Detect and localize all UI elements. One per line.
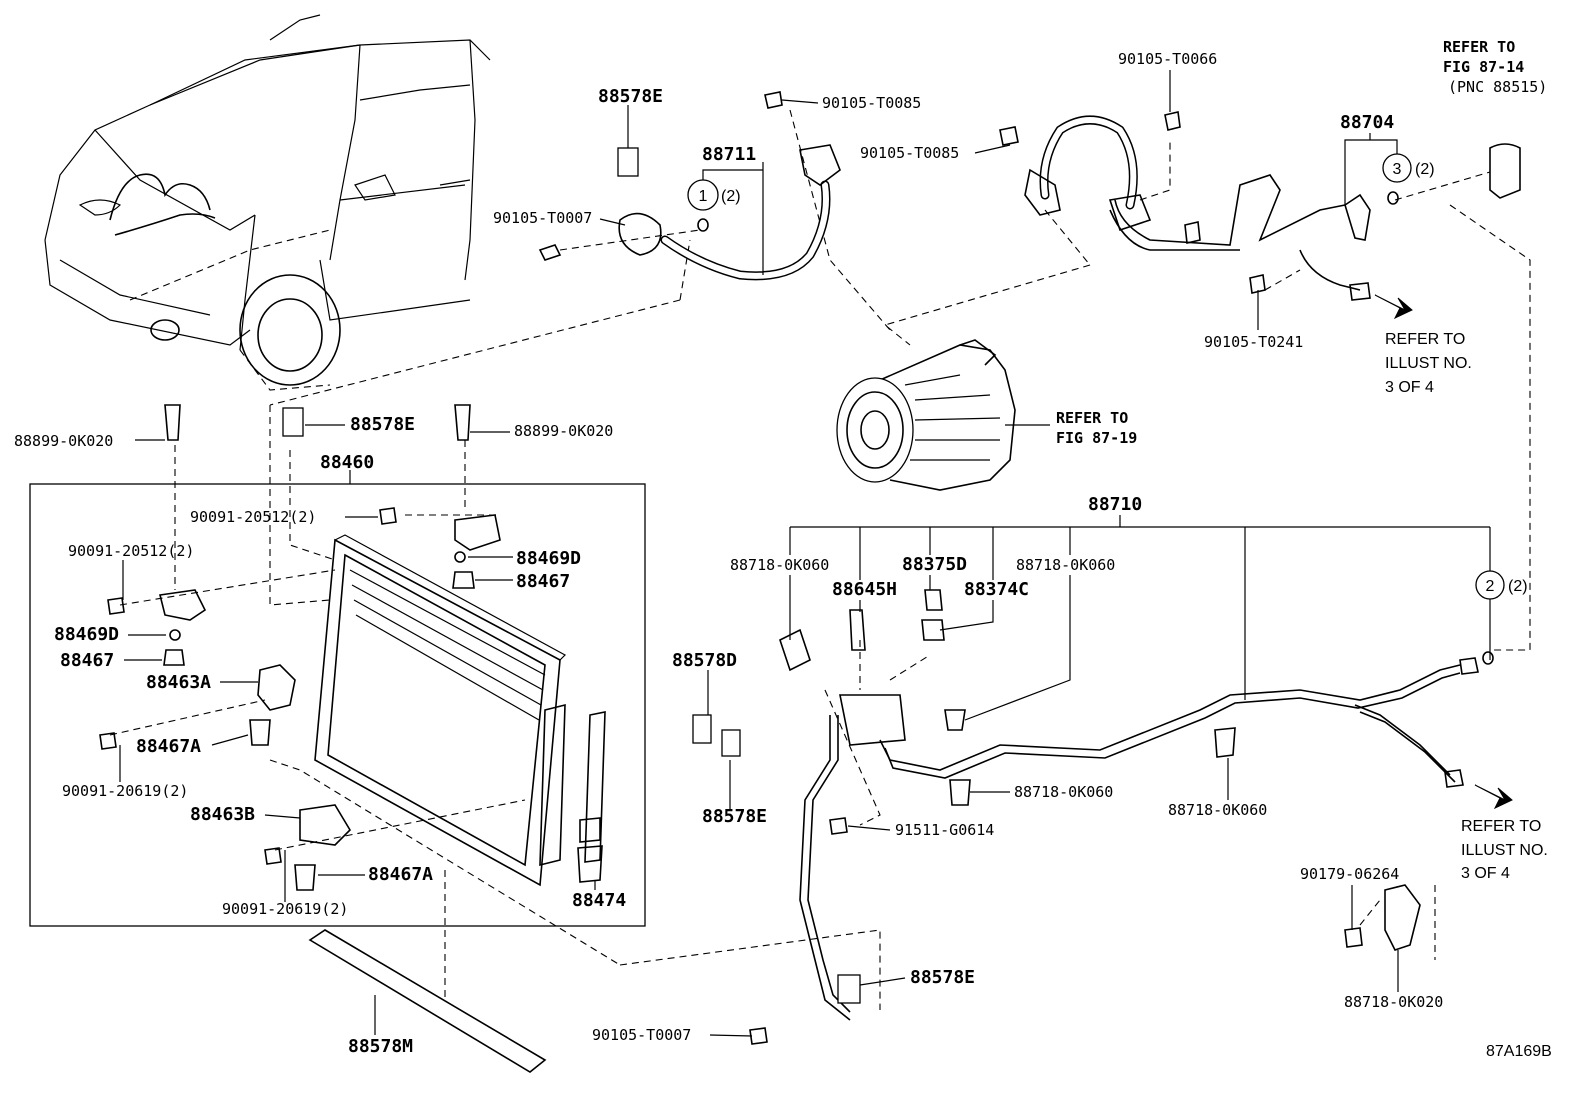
ref-fig-87-14-line1: REFER TO [1443,38,1515,56]
circle-callout-2: 2 (2) [1475,570,1528,665]
part-label-90091-20619-left: 90091-20619(2) [62,782,188,800]
part-label-88375D: 88375D [902,554,967,575]
condenser-assembly-box [29,483,646,927]
part-label-88474: 88474 [572,890,626,911]
part-label-90105-T0085-b: 90105-T0085 [860,144,959,162]
part-label-90105-T0007-bottom: 90105-T0007 [592,1026,691,1044]
part-label-90105-T0066: 90105-T0066 [1118,50,1217,68]
ref-illust-top-line3: 3 OF 4 [1385,379,1434,396]
arrow-icon-top [1374,294,1413,320]
ref-fig-87-14-line2: FIG 87-14 [1443,58,1524,76]
condenser-illustration [99,404,606,891]
part-label-88578M: 88578M [348,1036,413,1057]
circle-1-qty: (2) [721,188,741,205]
ref-illust-bottom-line1: REFER TO [1461,818,1541,835]
part-label-88460: 88460 [320,452,374,473]
part-label-88718-0K060-d: 88718-0K060 [1168,801,1267,819]
compressor-illustration [836,339,1050,491]
ref-fig-87-19-line1: REFER TO [1056,409,1128,427]
part-label-88718-0K020: 88718-0K020 [1344,993,1443,1011]
circle-callout-3: 3 (2) [1382,153,1435,205]
vehicle-illustration [44,14,491,386]
circle-3-qty: (2) [1415,161,1435,178]
part-label-88469D-right: 88469D [516,548,581,569]
part-label-88711: 88711 [702,144,756,165]
part-label-90105-T0241: 90105-T0241 [1204,333,1303,351]
part-label-88469D-left: 88469D [54,624,119,645]
part-label-88467-right: 88467 [516,571,570,592]
part-label-90091-20619-bottom: 90091-20619(2) [222,900,348,918]
part-label-88578E-low: 88578E [702,806,767,827]
part-label-88467A-left: 88467A [136,736,201,757]
part-label-91511-G0614: 91511-G0614 [895,821,994,839]
part-label-88718-0K060-a: 88718-0K060 [730,556,829,574]
ref-fig-87-14-line3: (PNC 88515) [1448,78,1547,96]
circle-2-qty: (2) [1508,578,1528,595]
pipe-88710 [692,589,1479,1045]
part-label-88467-left: 88467 [60,650,114,671]
part-label-88704: 88704 [1340,112,1394,133]
part-label-90105-T0007-top: 90105-T0007 [493,209,592,227]
circle-3-number: 3 [1393,161,1402,178]
part-label-88578D: 88578D [672,650,737,671]
part-label-88578E-bottom: 88578E [910,967,975,988]
part-label-88645H: 88645H [832,579,897,600]
diagram-id: 87A169B [1486,1043,1552,1060]
arrow-icon-bottom [1474,784,1513,810]
part-label-88467A-bottom: 88467A [368,864,433,885]
hose-88704 [999,111,1521,301]
part-label-88374C: 88374C [964,579,1029,600]
part-label-88578E-mid: 88578E [350,414,415,435]
part-label-88718-0K060-b: 88718-0K060 [1016,556,1115,574]
part-label-90179-06264: 90179-06264 [1300,865,1399,883]
circle-callout-1: 1 (2) [687,179,741,232]
part-label-88718-0K060-c: 88718-0K060 [1014,783,1113,801]
part-label-88463B: 88463B [190,804,255,825]
part-label-88899-0K020-left: 88899-0K020 [14,432,113,450]
part-label-88899-0K020-right: 88899-0K020 [514,422,613,440]
hose-88711 [538,91,841,281]
seal-88578M [308,929,547,1073]
part-label-90091-20512-top: 90091-20512(2) [190,508,316,526]
callout-lines [119,70,1491,1037]
ref-illust-bottom-line2: ILLUST NO. [1461,842,1548,859]
part-label-90105-T0085-a: 90105-T0085 [822,94,921,112]
ref-illust-top-line1: REFER TO [1385,331,1465,348]
ref-fig-87-19-line2: FIG 87-19 [1056,429,1137,447]
part-label-88710: 88710 [1088,494,1142,515]
circle-2-number: 2 [1486,578,1495,595]
part-label-90091-20512-left: 90091-20512(2) [68,542,194,560]
ref-illust-top-line2: ILLUST NO. [1385,355,1472,372]
part-label-88463A: 88463A [146,672,211,693]
part-label-88578E-top: 88578E [598,86,663,107]
ref-illust-bottom-line3: 3 OF 4 [1461,865,1510,882]
circle-1-number: 1 [699,188,708,205]
